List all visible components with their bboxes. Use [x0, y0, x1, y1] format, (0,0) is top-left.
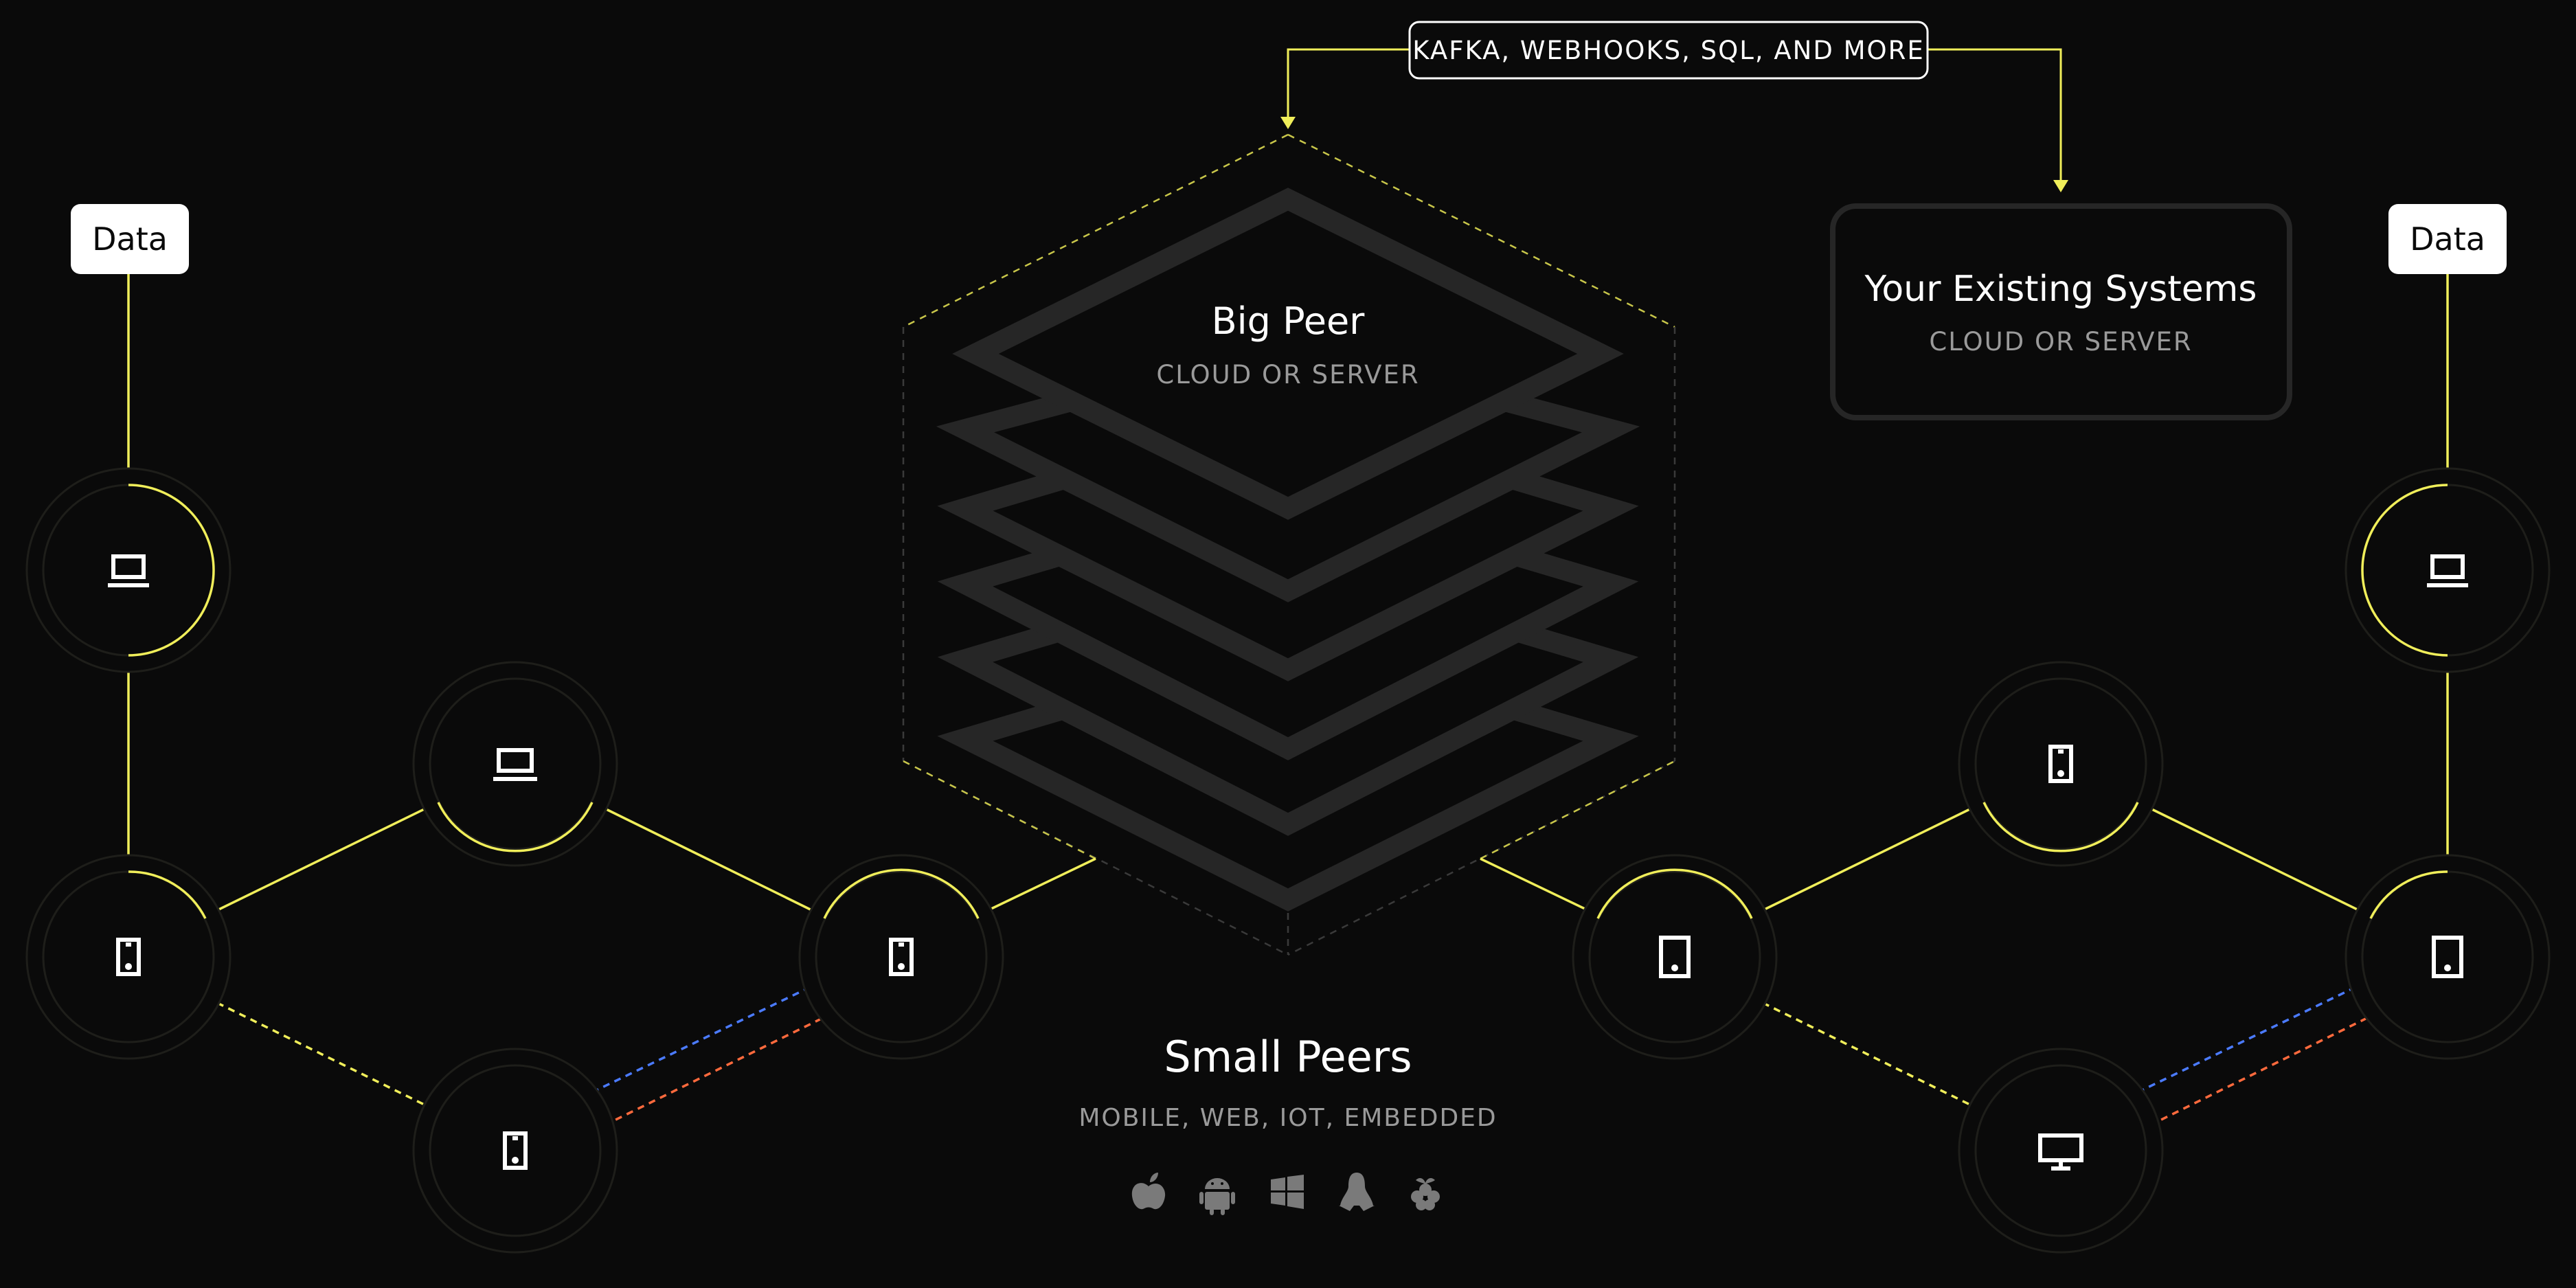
svg-text:Data: Data [92, 221, 168, 258]
small-peers-label: Small Peers MOBILE, WEB, IOT, EMBEDDED [1078, 1032, 1497, 1132]
monitor-icon [2038, 1133, 2083, 1171]
link-blue-left [591, 980, 824, 1094]
connector-to-big-peer [1287, 48, 1410, 125]
link-mid-laptop-to-phone [591, 801, 824, 917]
node-right-laptop-top [2345, 467, 2551, 673]
link-tablet-to-phone [1751, 801, 1985, 917]
link-orange-left [604, 1010, 837, 1127]
android-icon [1199, 1178, 1235, 1215]
top-label-box: KAFKA, WEBHOOKS, SQL, AND MORE [1408, 21, 1929, 80]
link-left-phone-dashed [205, 996, 439, 1113]
tablet-icon [2432, 936, 2463, 978]
apple-icon [1131, 1173, 1166, 1210]
existing-systems-box: Your Existing Systems CLOUD OR SERVER [1830, 203, 2292, 420]
top-connectors [1287, 48, 2062, 184]
node-left-laptop-top [25, 467, 231, 673]
linux-icon [1339, 1173, 1375, 1211]
link-phone-to-right-tablet [2137, 801, 2371, 917]
laptop-icon [2427, 554, 2468, 587]
link-blue-right [2137, 980, 2369, 1094]
node-right-monitor [1958, 1048, 2164, 1254]
device-nodes [25, 467, 2551, 1254]
node-left-phone-a [25, 854, 231, 1060]
big-peer-layers [936, 188, 1640, 912]
link-right-tablet-dashed [1751, 996, 1985, 1113]
small-peers-subtitle: MOBILE, WEB, IOT, EMBEDDED [1078, 1104, 1497, 1132]
existing-systems-subtitle: CLOUD OR SERVER [1929, 327, 2192, 357]
small-peers-title: Small Peers [1164, 1032, 1412, 1082]
arrowhead-existing-systems [2053, 180, 2068, 192]
data-label-right: Data [2388, 204, 2507, 274]
existing-systems-title: Your Existing Systems [1864, 269, 2257, 310]
laptop-icon [108, 554, 149, 587]
laptop-icon [493, 748, 537, 781]
node-right-phone [1958, 661, 2164, 867]
node-left-phone-b [798, 854, 1004, 1060]
data-label-left: Data [71, 204, 189, 274]
big-peer-title: Big Peer [1212, 300, 1366, 343]
link-left-phone-to-mid-laptop [205, 801, 439, 917]
connector-to-existing-systems [1928, 48, 2062, 184]
peer-connections [127, 274, 2449, 1127]
node-right-tablet-b [2345, 854, 2551, 1060]
big-peer-cube: Big Peer CLOUD OR SERVER [902, 133, 1676, 956]
link-phone-to-big-peer [976, 857, 1096, 917]
link-big-peer-to-tablet [1480, 857, 1600, 917]
phone-icon [889, 938, 914, 976]
phone-icon [116, 938, 141, 976]
node-left-laptop-mid [412, 661, 618, 867]
platform-icons [1131, 1173, 1440, 1215]
arrowhead-big-peer [1280, 117, 1296, 129]
big-peer-subtitle: CLOUD OR SERVER [1156, 360, 1419, 389]
top-label-text: KAFKA, WEBHOOKS, SQL, AND MORE [1412, 36, 1924, 65]
node-left-phone-c [412, 1048, 618, 1254]
svg-text:Data: Data [2410, 221, 2485, 258]
tablet-icon [1659, 936, 1691, 978]
link-orange-right [2149, 1010, 2382, 1127]
windows-icon [1271, 1175, 1304, 1209]
node-right-tablet-a [1572, 854, 1778, 1060]
phone-icon [503, 1131, 528, 1170]
raspberry-pi-icon [1411, 1178, 1440, 1210]
phone-icon [2048, 745, 2073, 783]
